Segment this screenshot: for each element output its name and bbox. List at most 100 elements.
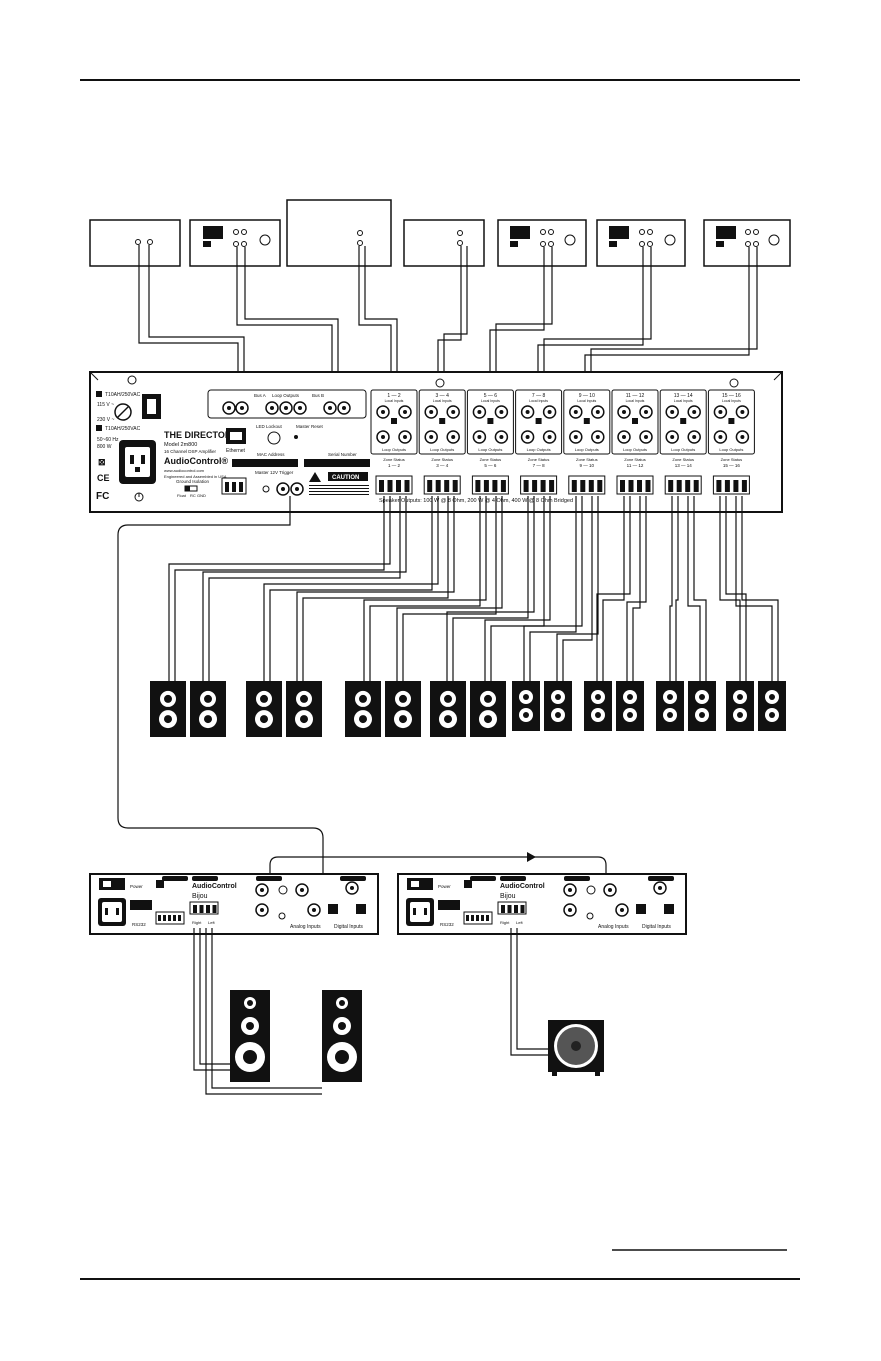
- amp-assembled: Engineered and Assembled in USA: [164, 474, 227, 479]
- speaker-terminal[interactable]: [712, 475, 750, 495]
- local-input-right-jack[interactable]: [398, 405, 412, 419]
- bijou-optical-input-2[interactable]: [664, 904, 674, 914]
- bus-b-rca-jacks[interactable]: [323, 401, 351, 415]
- local-input-right-jack[interactable]: [591, 405, 605, 419]
- bijou-headphone-jack[interactable]: [586, 885, 596, 895]
- local-input-right-jack[interactable]: [542, 405, 557, 419]
- bijou-analog-right-jack[interactable]: [603, 883, 617, 897]
- bijou-rs232-port[interactable]: [130, 900, 152, 910]
- master-trigger-label: Master 12V Trigger: [255, 470, 294, 475]
- bus-a-rca-jacks[interactable]: [222, 401, 249, 415]
- bijou-optical-input-1[interactable]: [636, 904, 646, 914]
- local-input-left-jack[interactable]: [472, 405, 487, 419]
- bijou-sub-out-jack[interactable]: [563, 903, 577, 917]
- local-input-right-jack[interactable]: [446, 405, 460, 419]
- tower-speaker-right: [322, 990, 362, 1082]
- source-cables: [138, 245, 758, 396]
- bijou-rs232-port[interactable]: [438, 900, 460, 910]
- zone-speaker-2: [190, 681, 226, 737]
- bijou-speaker-terminal[interactable]: [497, 901, 527, 915]
- bijou-analog-left-jack[interactable]: [307, 903, 321, 917]
- ground-isolation-label: Ground Isolation: [176, 479, 210, 484]
- channel-pair-label: 1 — 2: [387, 393, 401, 399]
- local-input-right-jack[interactable]: [639, 405, 653, 419]
- local-input-left-jack[interactable]: [376, 405, 390, 419]
- trigger-jack[interactable]: [262, 485, 270, 493]
- zone-status-label: Zone Status: [672, 457, 694, 462]
- loop-output-left-jack[interactable]: [665, 430, 679, 444]
- loop-outputs-label: Loop Outputs: [527, 447, 551, 452]
- bijou-sub-out-jack[interactable]: [255, 903, 269, 917]
- channel-status-led: [487, 418, 494, 424]
- bijou-analog-left-jack[interactable]: [615, 903, 629, 917]
- loop-output-left-jack[interactable]: [424, 430, 438, 444]
- loop-output-left-jack[interactable]: [472, 430, 487, 444]
- bijou-trigger-jack[interactable]: [563, 883, 577, 897]
- master-reset-button[interactable]: [294, 435, 298, 439]
- channel-status-led: [583, 418, 590, 424]
- amp-brand-logo: AudioControl®: [164, 456, 228, 466]
- local-inputs-label: Local Inputs: [385, 399, 404, 403]
- tower-speaker-left: [230, 990, 270, 1082]
- loop-output-right-jack[interactable]: [446, 430, 460, 444]
- loop-output-right-jack[interactable]: [494, 430, 509, 444]
- channel-pair-label: 5 — 6: [484, 393, 498, 399]
- speaker-terminal[interactable]: [568, 475, 606, 495]
- local-input-left-jack[interactable]: [665, 405, 679, 419]
- zone-status-label: Zone Status: [721, 457, 743, 462]
- loop-outputs-label: Loop Outputs: [382, 447, 406, 452]
- bijou-optical-input-1[interactable]: [328, 904, 338, 914]
- speaker-terminal[interactable]: [616, 475, 654, 495]
- local-input-right-jack[interactable]: [735, 405, 750, 419]
- bus-loop-rca-jacks[interactable]: [265, 401, 307, 415]
- amp-subtitle: 16 Channel DSP Amplifier: [164, 449, 216, 454]
- speaker-terminal[interactable]: [520, 475, 558, 495]
- bijou-power-switch[interactable]: [99, 878, 125, 890]
- speaker-terminal[interactable]: [375, 475, 413, 495]
- local-input-left-jack[interactable]: [617, 405, 631, 419]
- loop-output-left-jack[interactable]: [520, 430, 535, 444]
- speaker-terminal[interactable]: [423, 475, 461, 495]
- amp-title: THE DIRECTOR®: [164, 430, 238, 440]
- bijou-coax-input[interactable]: [345, 881, 359, 895]
- local-input-right-jack[interactable]: [494, 405, 509, 419]
- loop-output-left-jack[interactable]: [569, 430, 583, 444]
- loop-output-right-jack[interactable]: [639, 430, 653, 444]
- loop-output-right-jack[interactable]: [735, 430, 750, 444]
- source-device-2: [189, 219, 281, 267]
- zone-speaker-10: [544, 681, 572, 731]
- loop-output-right-jack[interactable]: [398, 430, 412, 444]
- loop-output-left-jack[interactable]: [376, 430, 390, 444]
- local-input-left-jack[interactable]: [424, 405, 438, 419]
- loop-output-left-jack[interactable]: [617, 430, 631, 444]
- local-input-left-jack[interactable]: [520, 405, 535, 419]
- bijou-coax-input[interactable]: [653, 881, 667, 895]
- local-input-left-jack[interactable]: [713, 405, 728, 419]
- loop-output-left-jack[interactable]: [713, 430, 728, 444]
- bijou-optical-input-2[interactable]: [356, 904, 366, 914]
- local-input-right-jack[interactable]: [687, 405, 701, 419]
- loop-output-right-jack[interactable]: [542, 430, 557, 444]
- bijou-trigger-jack[interactable]: [255, 883, 269, 897]
- bijou-headphone-jack[interactable]: [278, 885, 288, 895]
- voltage-115-label: 115 V ~: [97, 402, 114, 408]
- local-input-left-jack[interactable]: [569, 405, 583, 419]
- local-inputs-label: Local Inputs: [722, 399, 741, 403]
- fuse-top-label: T10AH/250VAC: [105, 392, 141, 398]
- channel-pair-label: 13 — 14: [674, 393, 693, 399]
- loop-output-right-jack[interactable]: [591, 430, 605, 444]
- led-lockout-button[interactable]: [267, 431, 281, 445]
- loop-output-right-jack[interactable]: [687, 430, 701, 444]
- zone-status-label: Zone Status: [480, 457, 502, 462]
- source-device-4: [403, 219, 485, 267]
- bijou-speaker-terminal[interactable]: [189, 901, 219, 915]
- zone-speaker-5: [345, 681, 381, 737]
- speaker-terminal[interactable]: [664, 475, 702, 495]
- subwoofer: [548, 1020, 604, 1076]
- bijou-power-switch[interactable]: [407, 878, 433, 890]
- speaker-terminal[interactable]: [471, 475, 509, 495]
- ground-option-gnd: GND: [197, 493, 206, 498]
- bijou-analog-right-jack[interactable]: [295, 883, 309, 897]
